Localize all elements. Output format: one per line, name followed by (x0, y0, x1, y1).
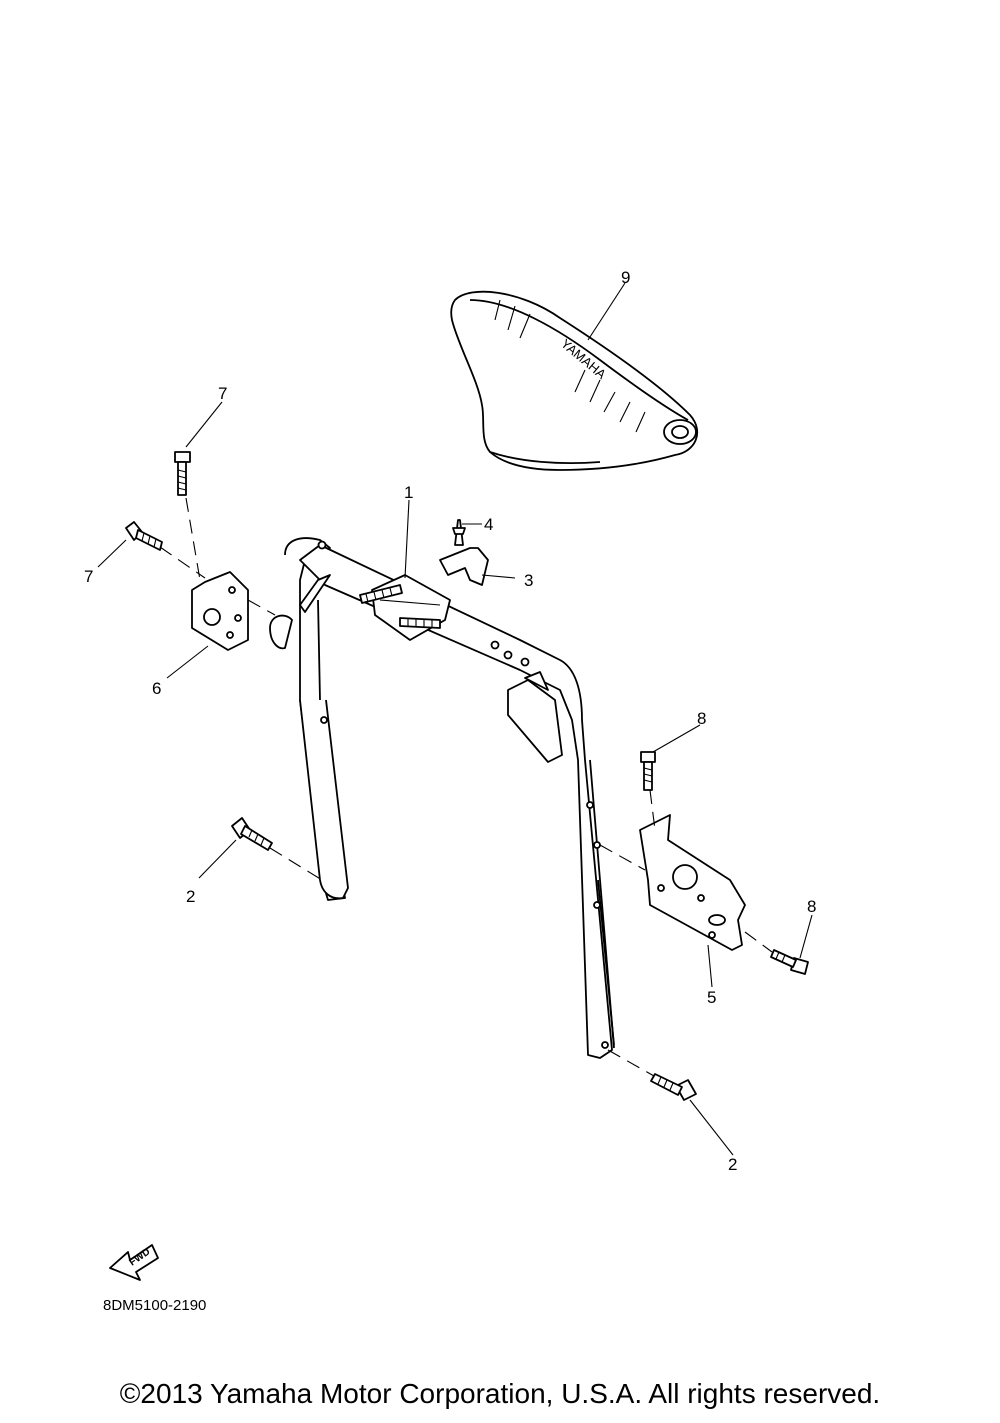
drawing-code: 8DM5100-2190 (103, 1297, 207, 1314)
bolt-7-upper (174, 451, 191, 496)
callout-7-left: 7 (84, 567, 93, 586)
copyright-notice: ©2013 Yamaha Motor Corporation, U.S.A. A… (119, 1378, 881, 1409)
callout-7-top: 7 (218, 384, 227, 403)
callout-labels: 9 1 4 3 7 7 6 2 8 8 5 2 (84, 268, 816, 1174)
callout-8-right: 8 (807, 897, 816, 916)
clip-and-pin (439, 519, 489, 586)
callout-1: 1 (404, 483, 413, 502)
bolt-2-left (231, 817, 273, 851)
mounting-bracket-right (639, 814, 746, 951)
mounting-plate-left (191, 571, 293, 651)
callout-4: 4 (484, 515, 493, 534)
seat-pad: YAMAHA (450, 290, 699, 471)
callout-2-bottom: 2 (728, 1155, 737, 1174)
callout-3: 3 (524, 571, 533, 590)
callout-2-left: 2 (186, 887, 195, 906)
bolt-2-right (650, 1073, 697, 1101)
bolt-8-lower (770, 949, 809, 975)
callout-6: 6 (152, 679, 161, 698)
fwd-arrow-icon: FWD (109, 1244, 159, 1281)
callout-5: 5 (707, 988, 716, 1007)
bolt-7-left (125, 521, 163, 551)
leader-lines (97, 282, 813, 1156)
bolt-8-upper (640, 751, 656, 791)
callout-8-top: 8 (697, 709, 706, 728)
grip-bolts (359, 584, 441, 629)
callout-9: 9 (621, 268, 630, 287)
handle-pole (284, 537, 615, 1059)
